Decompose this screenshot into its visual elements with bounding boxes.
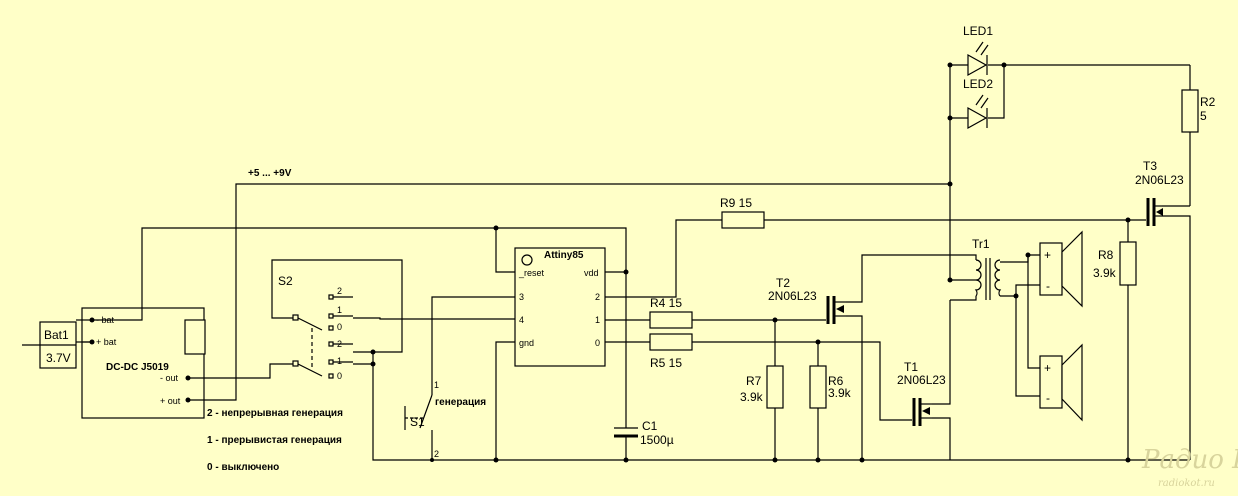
s2-bottom-pos-0: 0: [337, 371, 342, 381]
c1-ref: C1: [642, 419, 658, 433]
t1-ref: T1: [904, 360, 918, 374]
speaker-bottom-minus: -: [1046, 391, 1050, 405]
dcdc-module: - bat + bat DC-DC J5019 - out + out: [76, 307, 206, 419]
s1-pin2: 2: [434, 449, 439, 459]
c1-value: 1500µ: [640, 433, 674, 447]
r8-ref: R8: [1098, 248, 1114, 262]
s1-ref: S1: [410, 415, 425, 429]
transformer-tr1: Tr1: [972, 237, 1002, 300]
battery-bat1: Bat1 3.7V: [22, 321, 77, 369]
s2-top-pos-0: 0: [337, 322, 342, 332]
resistor-r4: R4 15: [649, 296, 693, 329]
t1-part: 2N06L23: [897, 373, 946, 387]
legend-line-1: 1 - прерывистая генерация: [207, 435, 342, 446]
battery-voltage: 3.7V: [46, 351, 71, 365]
led2-ref: LED2: [963, 77, 993, 91]
s2-top-pos-1: 1: [337, 305, 342, 315]
speaker-top-plus: +: [1044, 248, 1051, 262]
resistor-r6: R6 3.9k: [809, 365, 852, 409]
transistor-t2: T2 2N06L23: [768, 276, 846, 324]
tr1-ref: Tr1: [972, 237, 990, 251]
r2-value: 5: [1200, 109, 1207, 123]
watermark-brand: Радио КОТ: [1141, 445, 1238, 475]
dcdc-pin-plus-out: + out: [160, 396, 181, 406]
speaker-bottom: + -: [1039, 343, 1083, 422]
led-2: LED2: [963, 77, 993, 130]
t3-ref: T3: [1143, 159, 1157, 173]
r6-value: 3.9k: [828, 386, 852, 400]
s1-pin1: 1: [434, 380, 439, 390]
mcu-pin-vdd: vdd: [584, 268, 599, 278]
s2-ref: S2: [278, 274, 293, 288]
supply-voltage-label: +5 ... +9V: [248, 168, 292, 179]
legend-line-0: 0 - выключено: [207, 462, 279, 473]
resistor-r8: R8 3.9k: [1093, 241, 1137, 286]
dcdc-pin-plus-bat: + bat: [96, 337, 117, 347]
led1-ref: LED1: [963, 24, 993, 38]
s1-net-label: генерация: [435, 397, 486, 408]
s2-top-pos-2: 2: [337, 286, 342, 296]
led-1: LED1: [963, 24, 993, 77]
battery-ref: Bat1: [44, 328, 69, 342]
r6-ref: R6: [828, 374, 844, 388]
mcu-pin-4: 4: [519, 315, 524, 325]
mcu-name: Attiny85: [544, 250, 584, 261]
resistor-r5: R5 15: [649, 333, 693, 370]
capacitor-c1: C1 1500µ: [614, 419, 674, 460]
resistor-r7: R7 3.9k: [740, 365, 784, 409]
dcdc-pin-minus-out: - out: [160, 373, 179, 383]
r8-value: 3.9k: [1093, 266, 1117, 280]
resistor-r2: R2 5: [1181, 89, 1216, 133]
t2-ref: T2: [776, 276, 790, 290]
r4-label: R4 15: [650, 296, 682, 310]
r7-ref: R7: [746, 374, 762, 388]
switch-s2: S2 2 1 0 2 1 0: [278, 274, 353, 381]
speaker-top-minus: -: [1046, 279, 1050, 293]
t3-part: 2N06L23: [1135, 173, 1184, 187]
button-s1: 1 генерация S1 2: [404, 380, 486, 462]
watermark: Радио КОТ radiokot.ru: [1141, 445, 1238, 489]
legend: 2 - непрерывная генерация 1 - прерывиста…: [207, 408, 343, 473]
speaker-bottom-plus: +: [1044, 361, 1051, 375]
transistor-t1: T1 2N06L23: [897, 360, 946, 426]
resistor-r9: R9 15: [720, 196, 765, 229]
r2-ref: R2: [1200, 95, 1216, 109]
mcu-pin-reset: _reset: [518, 268, 545, 278]
r5-label: R5 15: [650, 356, 682, 370]
mcu-pin-2: 2: [595, 292, 600, 302]
dcdc-name: DC-DC J5019: [106, 362, 169, 373]
speaker-top: + -: [1039, 230, 1083, 308]
t2-part: 2N06L23: [768, 289, 817, 303]
r9-label: R9 15: [720, 196, 752, 210]
wires: [82, 62, 1191, 463]
dcdc-inductor-box: [184, 319, 206, 355]
mcu-pin-1: 1: [595, 315, 600, 325]
s2-bottom-pos-1: 1: [337, 356, 342, 366]
legend-line-2: 2 - непрерывная генерация: [207, 408, 343, 419]
mcu-pin-gnd: gnd: [519, 338, 534, 348]
watermark-site: radiokot.ru: [1158, 478, 1215, 489]
r7-value: 3.9k: [740, 390, 764, 404]
mcu-pin-0: 0: [595, 338, 600, 348]
mcu-pin-3: 3: [519, 292, 524, 302]
transistor-t3: T3 2N06L23: [1135, 159, 1184, 226]
mcu-attiny85: Attiny85 _reset 3 4 gnd vdd 2 1 0: [514, 247, 606, 367]
